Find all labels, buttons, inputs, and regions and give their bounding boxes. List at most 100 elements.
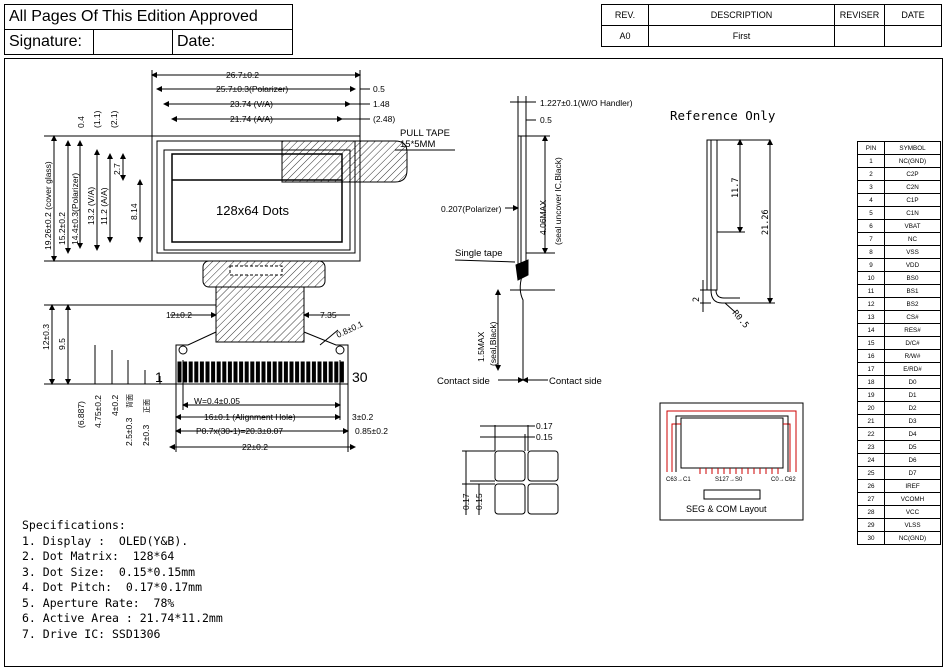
- contact-pad: [194, 361, 199, 383]
- dim-h12: 12±0.2: [166, 310, 192, 320]
- contact-pad: [183, 361, 188, 383]
- front-view: [44, 70, 455, 452]
- contact-pad: [311, 361, 316, 383]
- spec-item: 7. Drive IC: SSD1306: [22, 626, 161, 641]
- contact-pad: [334, 361, 339, 383]
- date-label: Date:: [177, 33, 216, 50]
- dim-2126: 21.26: [761, 209, 771, 235]
- dim-r2: 1.48: [373, 99, 390, 109]
- contact-pad: [295, 361, 300, 383]
- dim-2: 2±0.3: [141, 425, 151, 446]
- dim-pitch: P0.7x(30-1)=20.3±0.07: [196, 426, 283, 436]
- contact-pad: [272, 361, 277, 383]
- dim-12: 12±0.3: [41, 324, 51, 350]
- dim-27: 2.7: [112, 163, 122, 175]
- dim-144: 14.4±0.3(Polarizer): [70, 173, 80, 245]
- seg-label-mid: S127→S0: [715, 477, 743, 483]
- contact-pad: [250, 361, 255, 383]
- contact-pad: [261, 361, 266, 383]
- dim-152: 15.2±0.2: [57, 212, 67, 245]
- contact-pad: [300, 361, 305, 383]
- date-field[interactable]: Date:: [172, 29, 293, 55]
- pixel-detail: [462, 425, 559, 515]
- pin-last-label: 30: [352, 369, 368, 385]
- display-label: 128x64 Dots: [216, 203, 289, 218]
- polarizer-outline: [156, 140, 356, 254]
- dim-814: 8.14: [129, 203, 139, 220]
- dim-aa: 21.74 (A/A): [230, 114, 273, 124]
- contact-pad: [328, 361, 333, 383]
- date-value: [884, 25, 942, 47]
- dim-25-note: 背面: [125, 394, 134, 408]
- spec-item: 2. Dot Matrix: 128*64: [22, 549, 175, 563]
- pixel-detail-labels: 0.17 0.15 0.17 0.15: [461, 421, 553, 510]
- pull-tape-label-1: PULL TAPE: [400, 128, 450, 139]
- dim-21: (2.1): [109, 110, 119, 128]
- dim-polarizer: 25.7±0.3(Polarizer): [216, 84, 288, 94]
- viewing-area-outline: [163, 149, 351, 251]
- flex-cable: [215, 286, 305, 343]
- front-view-labels: 26.7±0.2 25.7±0.3(Polarizer) 23.74 (V/A)…: [41, 70, 450, 452]
- contact-pad: [239, 361, 244, 383]
- contact-pad: [216, 361, 221, 383]
- dim-side-05: 0.5: [540, 115, 552, 125]
- contact-pad: [177, 361, 182, 383]
- pin-symbol: NC(GND): [884, 531, 941, 545]
- dim-4: 4±0.2: [110, 395, 120, 416]
- contact-pad: [278, 361, 283, 383]
- dim-475: 4.75±0.2: [93, 395, 103, 428]
- spec-item: 3. Dot Size: 0.15*0.15mm: [22, 564, 196, 579]
- contact-pad: [323, 361, 328, 383]
- dim-0207: 0.207(Polarizer): [441, 204, 502, 214]
- dim-alignment-hole: 16±0.1 (Alignment Hole): [204, 412, 296, 422]
- dim-r05: R0.5: [730, 309, 751, 331]
- dim-406: 4.06MAX: [538, 200, 548, 235]
- spec-item: 4. Dot Pitch: 0.17*0.17mm: [22, 580, 203, 594]
- dim-h735: 7.35: [320, 310, 337, 320]
- drawing-frame: [4, 58, 943, 667]
- contact-pad: [306, 361, 311, 383]
- dim-112: 11.2 (A/A): [99, 187, 109, 225]
- dim-015: 0.15: [536, 432, 553, 442]
- contact-pad: [211, 361, 216, 383]
- dim-r1: 0.5: [373, 84, 385, 94]
- seg-com-layout: [659, 402, 804, 521]
- revision-table: REV. DESCRIPTION REVISER DATE A0 First: [601, 4, 942, 47]
- contact-pad: [317, 361, 322, 383]
- contact-pad: [227, 361, 232, 383]
- dim-1227: 1.227±0.1(W/O Handler): [540, 98, 633, 108]
- pull-tape-label-2: 15*5MM: [400, 139, 435, 150]
- contact-pad: [222, 361, 227, 383]
- dim-08: 0.8±0.1: [335, 319, 365, 340]
- pull-tape: [281, 140, 408, 183]
- active-area: [171, 153, 343, 243]
- dim-017v: 0.17: [461, 493, 471, 510]
- edition-approved-text: All Pages Of This Edition Approved: [4, 4, 293, 30]
- contact-pads: [177, 361, 344, 383]
- dim-95: 9.5: [57, 338, 67, 350]
- contact-pad: [289, 361, 294, 383]
- dim-2-note: 正面: [143, 399, 151, 413]
- dim-outline: 26.7±0.2: [226, 70, 259, 80]
- spec-item: 6. Active Area : 21.74*11.2mm: [22, 611, 223, 625]
- dim-132: 13.2 (V/A): [86, 187, 96, 225]
- specifications: Specifications: 1. Display : OLED(Y&B). …: [22, 518, 223, 642]
- dim-r3: (2.48): [373, 114, 395, 124]
- contact-pad: [267, 361, 272, 383]
- contact-pad: [199, 361, 204, 383]
- seg-com-caption: SEG & COM Layout: [686, 504, 767, 514]
- seal-black-note: (seal,Black): [488, 321, 498, 366]
